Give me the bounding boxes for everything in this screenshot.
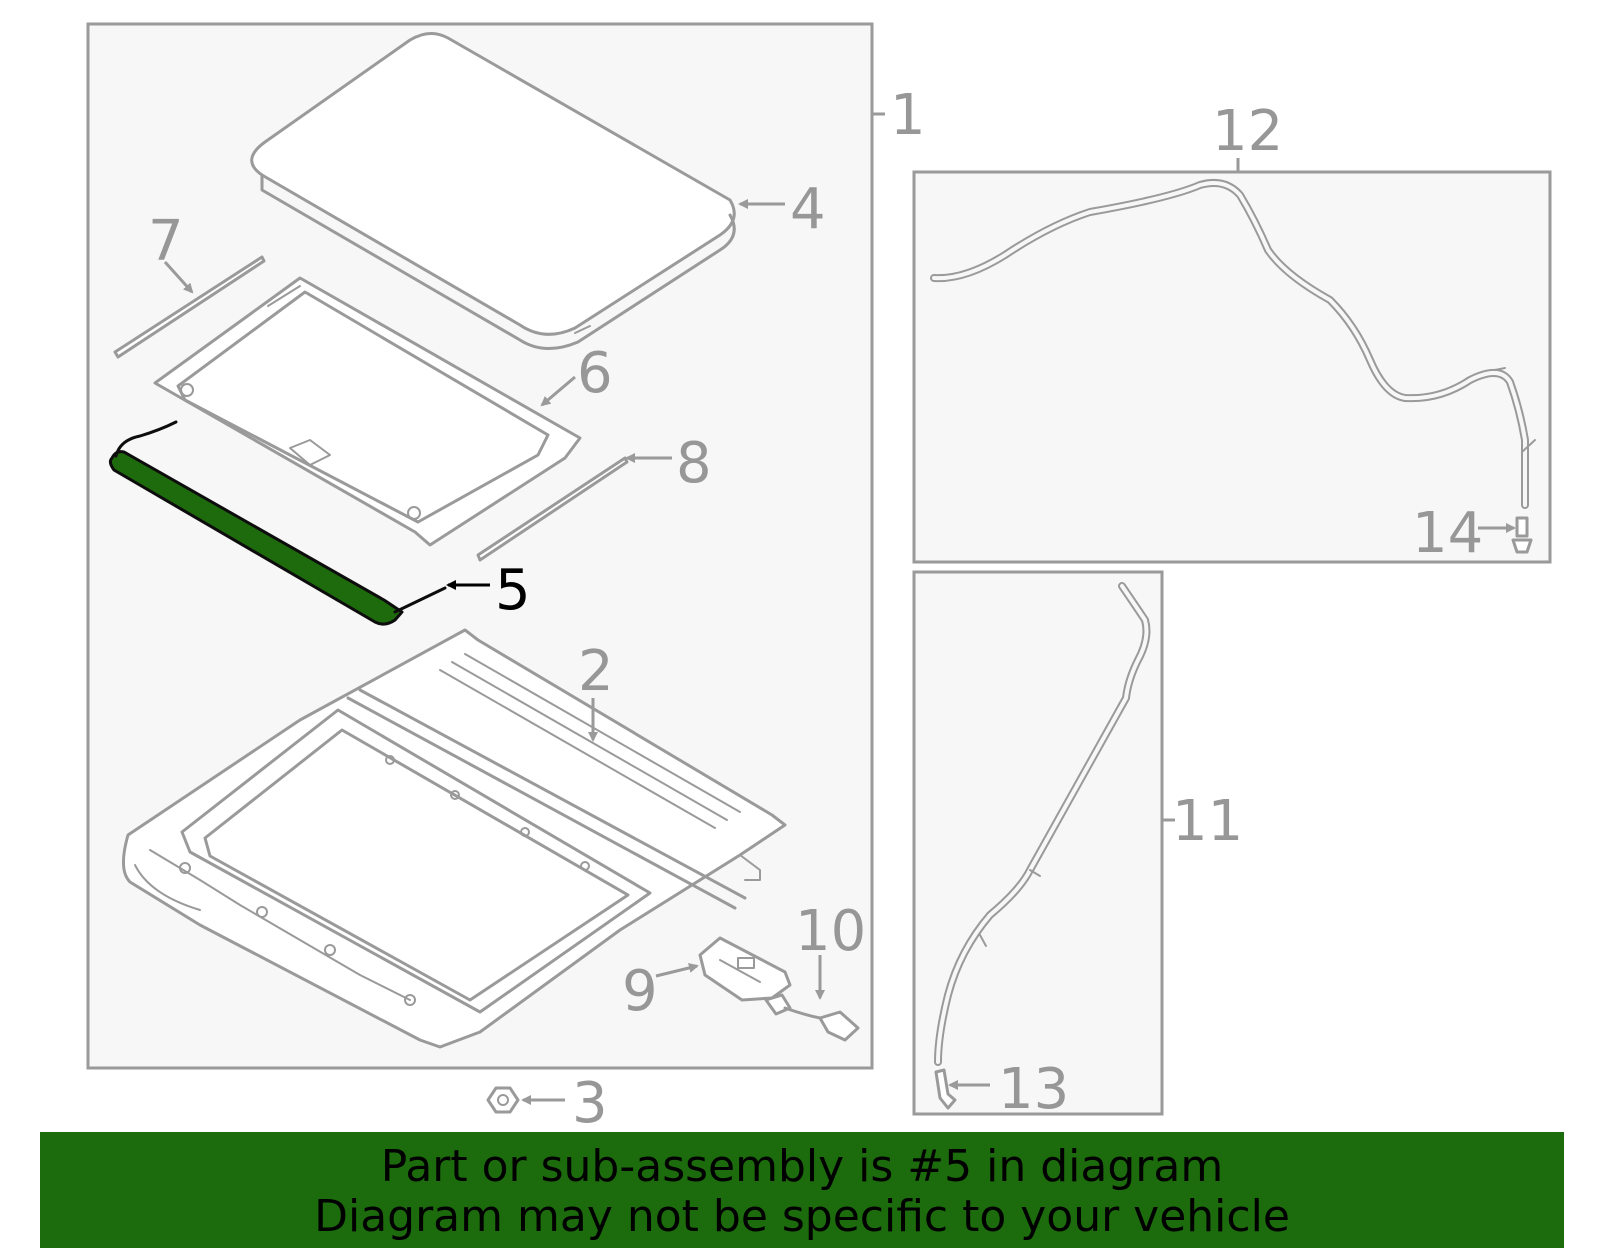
callout-10: 10 (795, 899, 866, 964)
clip-14 (1511, 516, 1533, 554)
callout-8: 8 (676, 431, 712, 496)
glass-panel (250, 32, 736, 350)
leader-9 (655, 963, 699, 978)
clip-13 (934, 1068, 957, 1110)
leader-6 (540, 375, 576, 407)
callout-2: 2 (578, 639, 614, 704)
callout-1: 1 (890, 83, 926, 148)
highlighted-part-5 (108, 420, 447, 626)
callout-5: 5 (495, 558, 531, 623)
drain-hose-box-11 (912, 570, 1164, 1116)
banner-line-2: Diagram may not be specific to your vehi… (314, 1191, 1290, 1242)
callout-14: 14 (1412, 501, 1483, 566)
callout-13: 13 (998, 1057, 1069, 1122)
callout-4: 4 (790, 177, 826, 242)
callout-11: 11 (1172, 789, 1243, 854)
callout-12: 12 (1212, 99, 1283, 164)
drain-hose-front (930, 179, 1536, 509)
nut (486, 1086, 520, 1114)
frame-panel (153, 276, 582, 547)
callout-6: 6 (577, 341, 613, 406)
guide-rail-left (113, 255, 266, 359)
drain-hose-box-12 (912, 170, 1552, 564)
callout-7: 7 (148, 209, 184, 274)
callout-3: 3 (572, 1071, 608, 1136)
info-banner: Part or sub-assembly is #5 in diagram Di… (40, 1132, 1564, 1248)
banner-line-1: Part or sub-assembly is #5 in diagram (380, 1141, 1224, 1192)
motor-unit (698, 936, 792, 1002)
drain-hose-rear (934, 582, 1151, 1066)
callout-9: 9 (622, 959, 658, 1024)
wire-harness (764, 993, 860, 1042)
leader-7 (163, 260, 194, 294)
